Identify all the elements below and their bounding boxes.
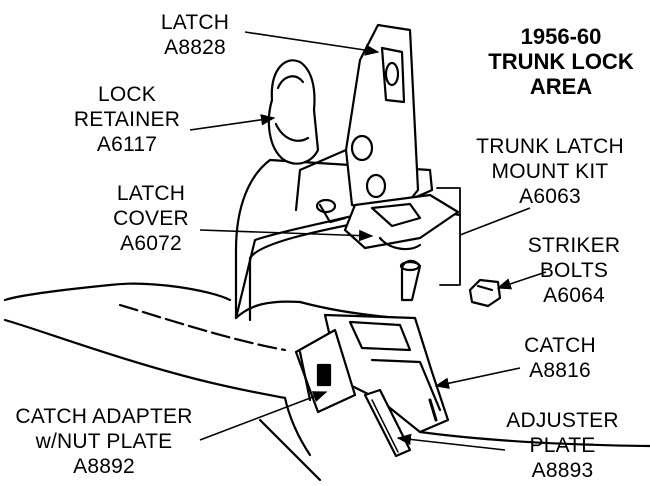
label-latch-cover-part: A6072 — [120, 232, 182, 255]
diagram-title: 1956-60 TRUNK LOCK AREA — [476, 24, 646, 99]
label-catch-adapter: CATCH ADAPTER w/NUT PLATE A8892 — [4, 404, 204, 479]
leader-striker-bolts — [496, 271, 547, 290]
label-lock-retainer-name2: RETAINER — [73, 108, 181, 131]
label-catch: CATCH A8816 — [510, 333, 610, 383]
label-striker-bolts-name2: BOLTS — [539, 259, 609, 282]
label-striker-bolts-name1: STRIKER — [527, 234, 621, 257]
striker-bolt — [468, 278, 502, 308]
label-latch-cover-name2: COVER — [113, 207, 189, 230]
label-catch-adapter-name2: w/NUT PLATE — [35, 430, 173, 453]
label-mount-kit-name1: TRUNK LATCH — [476, 135, 624, 158]
body-panel — [3, 282, 232, 302]
label-latch-name: LATCH — [160, 11, 230, 34]
label-latch-part: A8828 — [164, 36, 226, 59]
leader-latch — [244, 31, 380, 56]
label-adjuster-plate-name1: ADJUSTER — [506, 409, 619, 432]
lock-retainer-shape — [267, 59, 320, 165]
label-lock-retainer-part: A6117 — [96, 133, 158, 156]
title-line-1: 1956-60 — [520, 24, 602, 49]
title-line-3: AREA — [529, 74, 593, 99]
leader-mount-kit — [459, 207, 531, 236]
leader-adjuster-plate — [396, 433, 506, 451]
label-catch-part: A8816 — [529, 359, 591, 382]
leader-lock-retainer — [189, 114, 276, 131]
mount-kit-bracket — [436, 187, 461, 286]
leader-latch-cover — [199, 229, 374, 242]
leader-catch — [434, 367, 521, 389]
label-mount-kit-part: A6063 — [519, 185, 581, 208]
label-lock-retainer: LOCK RETAINER A6117 — [62, 82, 192, 157]
label-adjuster-plate-name2: PLATE — [529, 434, 596, 457]
label-striker-bolts-part: A6064 — [543, 284, 605, 307]
label-trunk-latch-mount-kit: TRUNK LATCH MOUNT KIT A6063 — [470, 134, 630, 209]
title-line-2: TRUNK LOCK — [488, 49, 634, 74]
label-adjuster-plate: ADJUSTER PLATE A8893 — [500, 408, 625, 483]
label-catch-adapter-name1: CATCH ADAPTER — [15, 405, 193, 428]
label-latch-cover: LATCH COVER A6072 — [96, 181, 206, 256]
label-lock-retainer-name1: LOCK — [98, 83, 156, 106]
label-adjuster-plate-part: A8893 — [531, 459, 594, 482]
label-mount-kit-name2: MOUNT KIT — [491, 160, 609, 183]
label-striker-bolts: STRIKER BOLTS A6064 — [518, 233, 630, 308]
label-latch: LATCH A8828 — [140, 10, 250, 60]
leader-catch-adapter — [199, 391, 328, 441]
label-catch-adapter-part: A8892 — [73, 455, 135, 478]
label-latch-cover-name1: LATCH — [116, 182, 186, 205]
label-catch-name: CATCH — [524, 334, 596, 357]
